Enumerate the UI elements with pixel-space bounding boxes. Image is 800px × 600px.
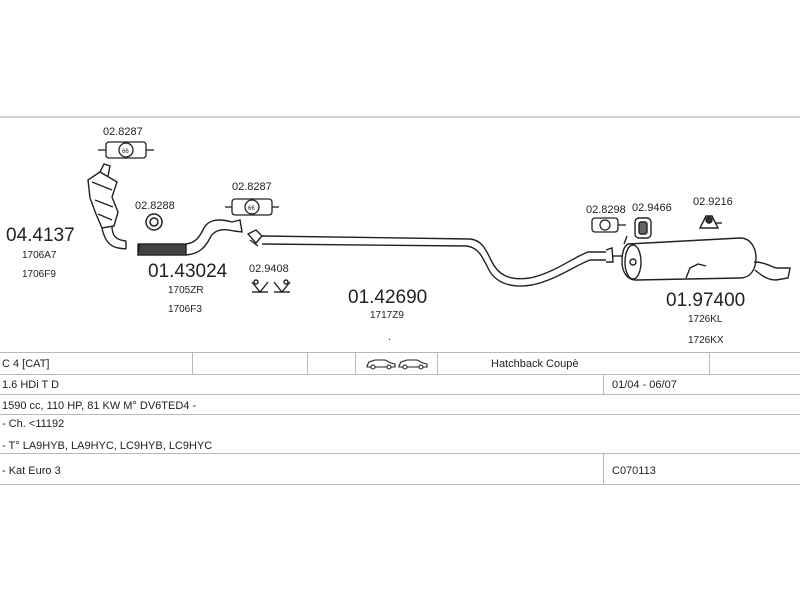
part-ref-cat-2: 1706F9 [22,269,56,280]
part-code-clamp-rear: 02.8298 [586,204,626,216]
part-ref-mid-1: 1717Z9 [370,310,404,321]
part-code-gasket: 02.8288 [135,200,175,212]
body-type-cell: Hatchback Coupè [491,358,579,370]
clamp-top-badge: 66 [122,149,129,155]
car-body-icon [365,354,429,378]
part-code-front: 01.43024 [148,261,228,282]
part-ref-front-1: 1705ZR [168,285,204,296]
part-code-rubber: 02.9466 [632,202,672,214]
clamp-mid-icon[interactable]: 66 [225,198,279,216]
table-row-chassis: - Ch. <11192 [0,415,800,430]
hangers-icon[interactable] [251,279,291,294]
clamp-rear-icon[interactable] [591,217,626,233]
years-cell: 01/04 - 06/07 [612,379,677,391]
bracket-icon[interactable] [698,215,722,229]
part-code-hangers: 02.9408 [249,263,289,275]
spec-cell: 1590 cc, 110 HP, 81 KW M° DV6TED4 - [2,400,197,412]
clamp-top-icon[interactable]: 66 [98,141,154,159]
table-row-model: C 4 [CAT] Hatchback Coupè [0,352,800,375]
part-ref-rear-1: 1726KL [688,314,723,325]
part-code-clamp-mid: 02.8287 [232,181,272,193]
part-code-rear: 01.97400 [666,290,745,311]
engine-cell: 1.6 HDi T D [2,379,60,391]
catalog-cell: C070113 [612,465,656,477]
types-cell: - T° LA9HYB, LA9HYC, LC9HYB, LC9HYC [2,440,213,452]
chassis-cell: - Ch. <11192 [2,418,65,430]
part-code-mid: 01.42690 [348,287,427,308]
part-ref-cat-1: 1706A7 [22,250,57,261]
rubber-hanger-icon[interactable] [623,217,652,245]
mid-marker-dot: . [388,332,391,343]
middle-pipe[interactable] [246,229,614,287]
model-cell: C 4 [CAT] [2,358,50,370]
table-row-norm: - Kat Euro 3 C070113 [0,454,800,485]
part-ref-front-2: 1706F3 [168,304,202,315]
clamp-mid-badge: 66 [248,206,255,212]
gasket-icon[interactable] [145,213,163,231]
table-row-spec: 1590 cc, 110 HP, 81 KW M° DV6TED4 - [0,395,800,415]
part-code-clamp-top: 02.8287 [103,126,143,138]
part-ref-rear-2: 1726KX [688,335,724,346]
table-row-types: - T° LA9HYB, LA9HYC, LC9HYB, LC9HYC [0,431,800,454]
norm-cell: - Kat Euro 3 [2,465,61,477]
catalytic-converter[interactable] [87,163,127,250]
part-code-bracket: 02.9216 [693,196,733,208]
part-code-cat: 04.4137 [6,225,75,246]
rear-silencer[interactable] [612,237,791,281]
table-row-engine: 1.6 HDi T D 01/04 - 06/07 [0,374,800,395]
front-pipe[interactable] [137,219,243,256]
